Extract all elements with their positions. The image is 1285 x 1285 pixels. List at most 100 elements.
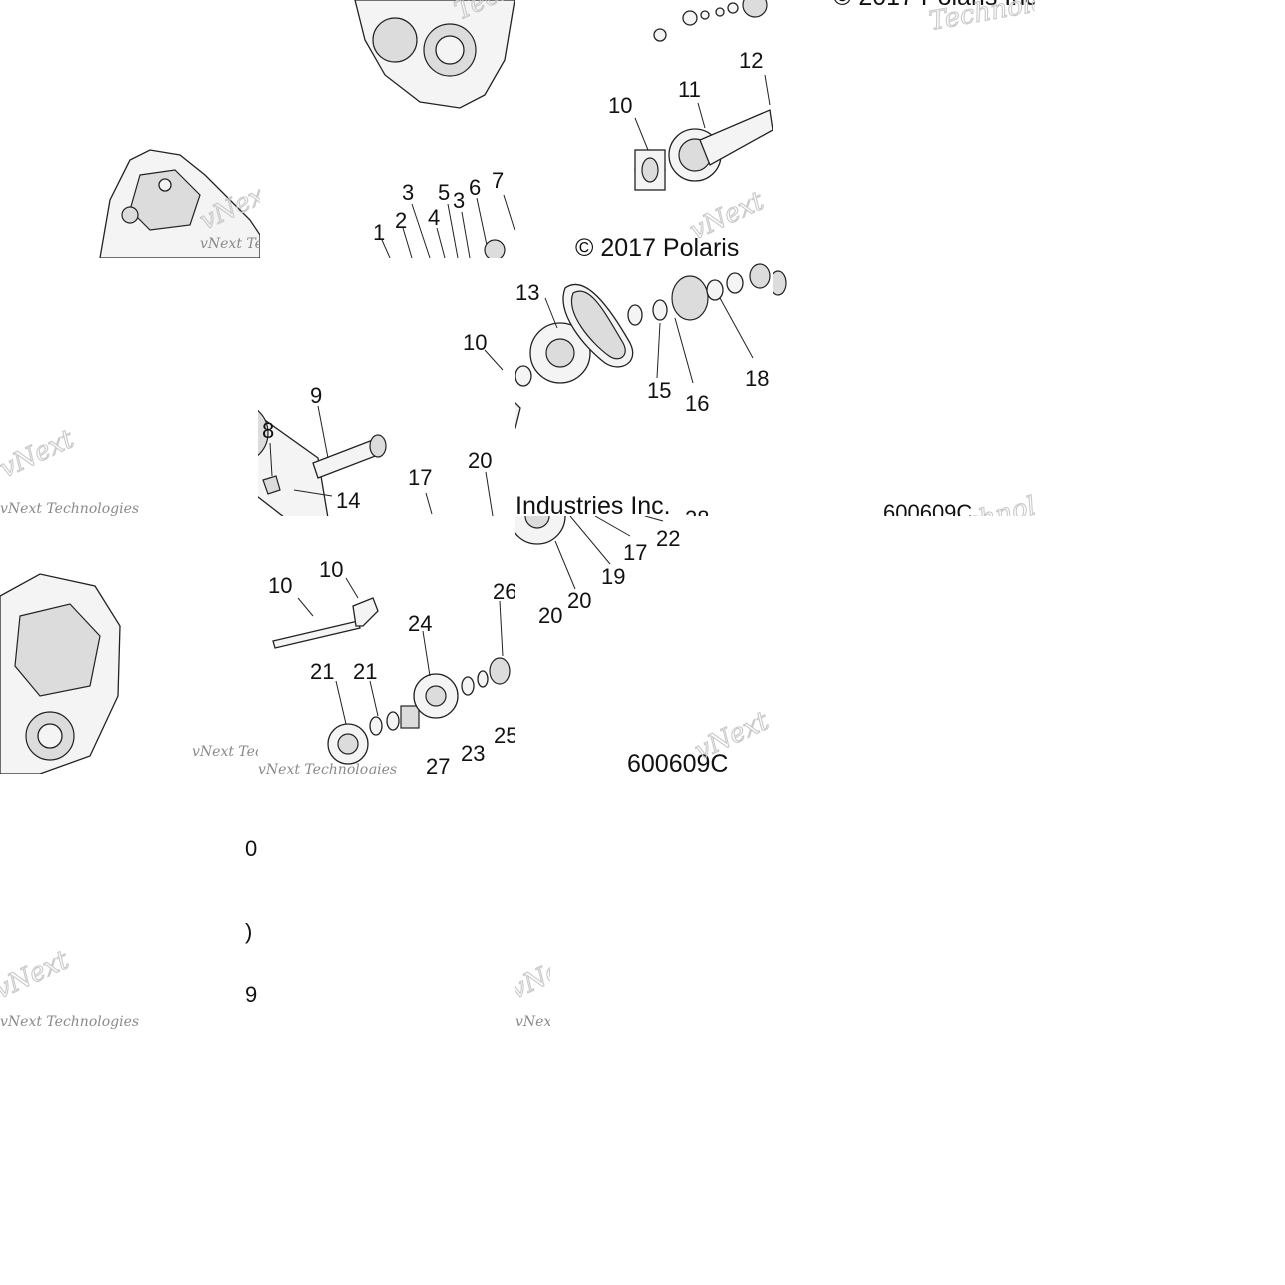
- leader-10: [484, 349, 504, 371]
- gear-tail-drawing: Technologies 600609C: [773, 270, 1035, 516]
- callout-19: 17: [408, 465, 432, 490]
- diagram-tile-far-top-right: © 2017 Polaris Industries Inc. Technolog…: [773, 0, 1035, 258]
- callout-30: 26: [493, 579, 515, 604]
- bearing-part: [484, 239, 506, 258]
- callout-3: 3: [402, 180, 414, 205]
- bearing-27: [400, 705, 420, 729]
- callout-4: 4: [428, 205, 440, 230]
- gear-case-cover: [354, 0, 515, 109]
- callout-6: 6: [469, 175, 481, 200]
- shift-fork-10: [352, 597, 379, 627]
- small-bearing-10: [515, 365, 532, 429]
- gear-15: [529, 322, 591, 384]
- leader-17: [656, 322, 661, 379]
- callout-13: 11: [678, 77, 701, 102]
- copyright-top-right: © 2017 Polaris Industries Inc.: [833, 0, 1035, 11]
- watermark-text: Technologies: [927, 0, 1035, 37]
- leader-28: [422, 630, 431, 677]
- callout-24: 21: [310, 659, 334, 684]
- shaft-13: [668, 109, 773, 182]
- callout-fragment-1: 0: [245, 836, 257, 861]
- gear-28: [413, 673, 459, 719]
- diagram-tile-top-right: 10 11 12 © 2017 Polaris vNext: [515, 0, 773, 258]
- diagram-tile-lower-center: 10 10 21 21 24 23 26 25 27 vNext Technol…: [258, 516, 515, 774]
- callout-2: 2: [395, 208, 407, 233]
- diagram-tile-gear-cluster: 20 19 17 22 20 600609C vNext: [515, 516, 773, 774]
- watermark-small: vNext Technologies: [0, 501, 139, 516]
- gear-drawing: 13 15 16 18 Industries Inc. 28: [515, 263, 771, 516]
- callout-28: 24: [408, 611, 432, 636]
- gear-23: [515, 516, 566, 545]
- callout-27: 27: [426, 754, 450, 774]
- washers-25: [369, 711, 400, 736]
- transmission-housing-right: [0, 573, 121, 774]
- bottom-fragment: vNext vNext Technologies: [515, 944, 550, 1030]
- shaft-9: [312, 434, 387, 479]
- leader-15: [544, 297, 558, 329]
- bearing-end: [773, 270, 787, 296]
- gear-23-drawing: 20 19 17 22 20 600609C vNext: [515, 516, 773, 774]
- shift-rail-11: [272, 620, 361, 649]
- leader-22: [485, 471, 494, 516]
- callout-12: 10: [608, 93, 632, 118]
- bottom-strip: 0 ) 9 vNext vNext Technologies: [0, 836, 257, 1030]
- diagram-tile-bottom-center: vNext vNext Technologies: [515, 774, 550, 1032]
- housing-drawing-mid: vNext vNext Technologies: [0, 423, 139, 516]
- leader-16: [293, 489, 333, 497]
- watermark-small: vNext Technologies: [258, 762, 397, 774]
- leader-20: [719, 297, 754, 359]
- chain-belt: [562, 283, 634, 368]
- callout-leaders-top: [381, 194, 515, 258]
- watermark-small: vNext Technologies: [515, 1014, 550, 1030]
- copyright-fragment-mid: Industries Inc.: [515, 492, 671, 516]
- shift-fork-drawing: 10 10 21 21 24 23 26 25 27 vNext Technol…: [258, 557, 515, 774]
- shaft-drawing: 10 11 12 © 2017 Polaris vNext: [575, 0, 773, 258]
- diagram-tile-bottom-left: 0 ) 9 vNext vNext Technologies: [0, 774, 258, 1032]
- diagram-tile-far-mid-upper: Technologies 600609C: [773, 258, 1035, 516]
- callout-26: 22: [656, 526, 680, 551]
- copyright-tile: © 2017 Polaris Industries Inc. Technolog…: [833, 0, 1035, 37]
- watermark-small: vNext Technologies: [192, 744, 258, 760]
- leader-21: [569, 516, 611, 565]
- housing-drawing: vNext vNext Technologies: [99, 149, 260, 258]
- diagram-code: 600609C: [627, 750, 728, 774]
- watermark-text: vNext: [515, 945, 550, 1005]
- callout-16: 14: [336, 488, 360, 513]
- leader-12: [634, 117, 649, 151]
- callout-27-fragment: 28: [685, 506, 709, 516]
- callout-21-second: 20: [538, 603, 562, 628]
- diagram-tile-mid-left: vNext vNext Technologies: [0, 258, 258, 516]
- leader-26: [644, 516, 664, 522]
- washers-17-18: [627, 299, 668, 326]
- housing-cover-drawing: 9 8 14 10 17 20: [258, 330, 504, 516]
- gear-24: [327, 723, 369, 765]
- callout-22: 20: [468, 448, 492, 473]
- bearing-12: [634, 149, 666, 191]
- callout-26-second: 23: [461, 741, 485, 766]
- upper-housing-drawing: 1 2 3 4 5 3 6 7 Technologies: [354, 0, 515, 258]
- callout-14: 12: [739, 48, 763, 73]
- watermark-text: vNext: [690, 706, 773, 766]
- callout-8: 8: [262, 418, 274, 443]
- leader-25: [369, 680, 379, 717]
- leader-8: [269, 442, 273, 477]
- callout-18: 16: [685, 391, 709, 416]
- watermark-small: vNext Technologies: [200, 236, 260, 252]
- callout-1: 1: [373, 220, 385, 245]
- diagram-tile-mid-upper: 13 15 16 18 Industries Inc. 28: [515, 258, 773, 516]
- transmission-housing-left: [99, 149, 260, 258]
- callout-7: 7: [492, 168, 504, 193]
- leader-24: [335, 680, 347, 725]
- leader-14: [764, 74, 771, 106]
- fork-parts: [653, 0, 768, 42]
- leader-13: [697, 102, 706, 129]
- leader-9: [317, 405, 329, 459]
- callout-15: 13: [515, 280, 539, 305]
- callout-20: 18: [745, 366, 769, 391]
- watermark-small: vNext Technologies: [0, 1014, 139, 1030]
- callout-11: 10: [268, 573, 292, 598]
- diagram-tile-lower-left: vNext Technologies: [0, 516, 258, 774]
- watermark-text: vNext: [0, 945, 74, 1005]
- diagram-tile-mid-center: 9 8 14 10 17 20: [258, 258, 515, 516]
